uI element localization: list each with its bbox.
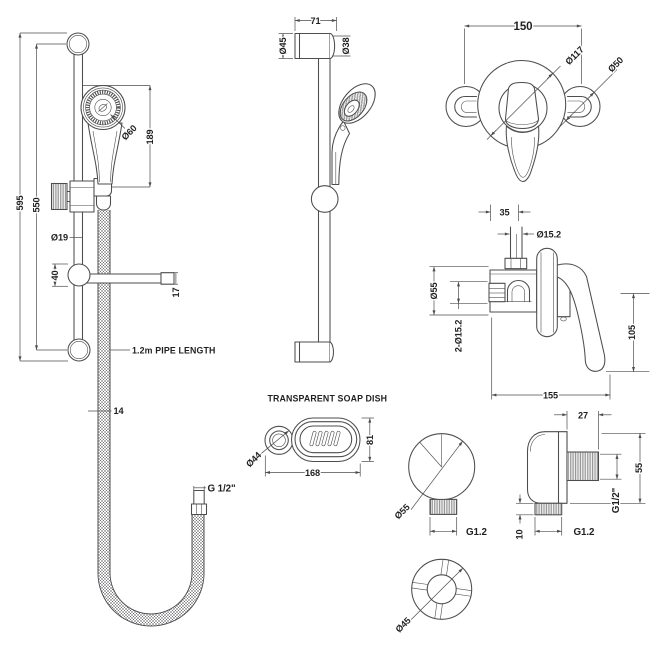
dim-label-g12-front: G1.2: [466, 527, 487, 538]
dim-lever-drop: 105: [606, 293, 650, 373]
dim-dish-width: 81: [361, 417, 376, 462]
dim-label-55-front: Ø55: [393, 502, 412, 521]
valve-body-side: [488, 269, 538, 313]
dim-label-71: 71: [310, 16, 320, 26]
dim-hose-diameter: 14: [88, 405, 126, 417]
wall-plate-side: [536, 247, 558, 338]
dim-total-height: 595: [14, 32, 68, 362]
dim-label-14: 14: [114, 406, 125, 416]
dim-label-10: 10: [515, 529, 525, 539]
dim-label-45-top: Ø45: [394, 615, 413, 634]
dim-outlet-height: 55: [570, 432, 646, 504]
dim-label-117: Ø117: [563, 44, 585, 66]
dim-label-45: Ø45: [278, 37, 288, 54]
dim-mixer-width: 150: [464, 20, 582, 84]
dim-total-length: 155: [491, 317, 611, 402]
spray-nozzle-ring: [85, 90, 121, 125]
dim-outlet-thread: G1.2: [429, 517, 489, 539]
soap-dish-holder-arm: [67, 263, 175, 287]
hose-end-collar: [193, 489, 205, 505]
outlet-body-side: [526, 431, 568, 504]
dim-body-dia-side: Ø55: [428, 266, 489, 316]
outlet-side-view: 27 55 G1/2" 10 G1.2: [513, 409, 646, 541]
dim-bar-end: 17: [170, 272, 182, 299]
bottom-bracket-side: [294, 341, 334, 363]
shower-hose: [97, 210, 208, 627]
mixer-front-view: 150 Ø117 Ø50: [445, 20, 627, 183]
dim-label-inlet: Ø15.2: [537, 229, 562, 239]
dim-label-44: Ø44: [244, 449, 264, 469]
soap-dish-view: TRANSPARENT SOAP DISH 81 168 Ø44: [243, 392, 389, 479]
outlet-bottom-thread: [534, 502, 563, 516]
dim-label-pipe-length: 1.2m PIPE LENGTH: [132, 346, 216, 356]
outlet-spokes: [411, 559, 472, 620]
dim-top-width: 35: [478, 204, 531, 221]
dim-label-55-side: Ø55: [429, 282, 439, 299]
dim-label-35: 35: [499, 207, 509, 217]
soap-dish-body: [290, 417, 361, 463]
dim-bottom-thread: G1.2: [534, 517, 596, 539]
mixer-lever-side: [554, 263, 606, 372]
dim-pipe-length: 1.2m PIPE LENGTH: [110, 344, 217, 357]
dim-hose-thread: G 1/2": [193, 482, 237, 496]
inlet-nut: [504, 257, 528, 270]
dim-label-38: Ø38: [341, 37, 351, 54]
dim-label-g12-side: G1/2": [611, 488, 622, 513]
soap-dish-title: TRANSPARENT SOAP DISH: [268, 394, 388, 404]
dim-dish-length: 168: [264, 455, 361, 479]
drain-slots: [309, 430, 341, 447]
outlet-top-view: Ø45: [392, 558, 473, 636]
dim-label-17: 17: [171, 287, 181, 297]
top-wall-bracket: [66, 32, 90, 56]
dim-handset-length: 189: [83, 85, 156, 188]
dim-label-40: 40: [50, 270, 60, 280]
hose-elbow: [95, 195, 112, 211]
dim-thread-length: 27: [554, 409, 612, 450]
dim-label-g12-bottom: G1.2: [574, 527, 595, 538]
mixer-lever-front: [504, 81, 540, 183]
inlet-stub: [509, 226, 523, 259]
dim-label-50: Ø50: [606, 55, 625, 74]
dim-label-19: Ø19: [51, 233, 68, 243]
outlet-front-view: Ø55 G1.2: [391, 433, 489, 539]
dim-rail-diameter: Ø19: [50, 231, 83, 244]
handset-side: [331, 83, 376, 186]
dim-side-thread: G1/2": [600, 453, 624, 514]
rail-side-view: 71 Ø45 Ø38: [277, 14, 376, 363]
slider-ball-side: [310, 185, 339, 213]
bottom-wall-bracket: [67, 338, 91, 362]
dim-holes: 2-Ø15.2: [450, 281, 488, 354]
mixer-side-view: 35 Ø15.2 Ø55 2-Ø15.2: [428, 204, 650, 402]
dim-holder-height: 40: [49, 263, 68, 287]
dim-label-150: 150: [514, 21, 533, 33]
outlet-thread-front: [429, 498, 458, 515]
mixer-body-front: [445, 59, 601, 183]
dim-label-27: 27: [578, 410, 588, 420]
dim-inlet-diameter: Ø15.2: [497, 228, 562, 241]
dim-label-2x152: 2-Ø15.2: [454, 320, 464, 353]
dim-label-550: 550: [32, 197, 42, 212]
fixing-screw: [560, 316, 567, 322]
dim-label-168: 168: [305, 468, 320, 478]
dim-label-595: 595: [15, 195, 25, 210]
top-bracket-side: [294, 32, 336, 60]
dim-center-height: 550: [30, 43, 67, 351]
dim-label-189: 189: [145, 129, 155, 144]
rail-slider: [50, 177, 113, 213]
dim-label-hose-thread: G 1/2": [208, 484, 236, 495]
dim-label-81: 81: [365, 435, 375, 445]
hose-end-nut: [190, 503, 208, 516]
locking-knob: [50, 182, 68, 211]
handset-front: [80, 84, 126, 185]
dim-stub-height: 10: [513, 494, 534, 541]
dim-label-155: 155: [543, 390, 558, 400]
outlet-side-thread: [566, 451, 600, 482]
dim-label-105: 105: [627, 325, 637, 340]
dim-label-55-side2: 55: [634, 463, 644, 473]
dim-rail-cap-diameter: Ø38: [332, 35, 353, 57]
dim-bracket-diameter: Ø45: [277, 33, 293, 59]
dim-bracket-depth: 71: [294, 14, 337, 31]
rail-front-view: 595 550 G 1/2" 14 1.2m PIPE LENGTH: [14, 32, 237, 627]
